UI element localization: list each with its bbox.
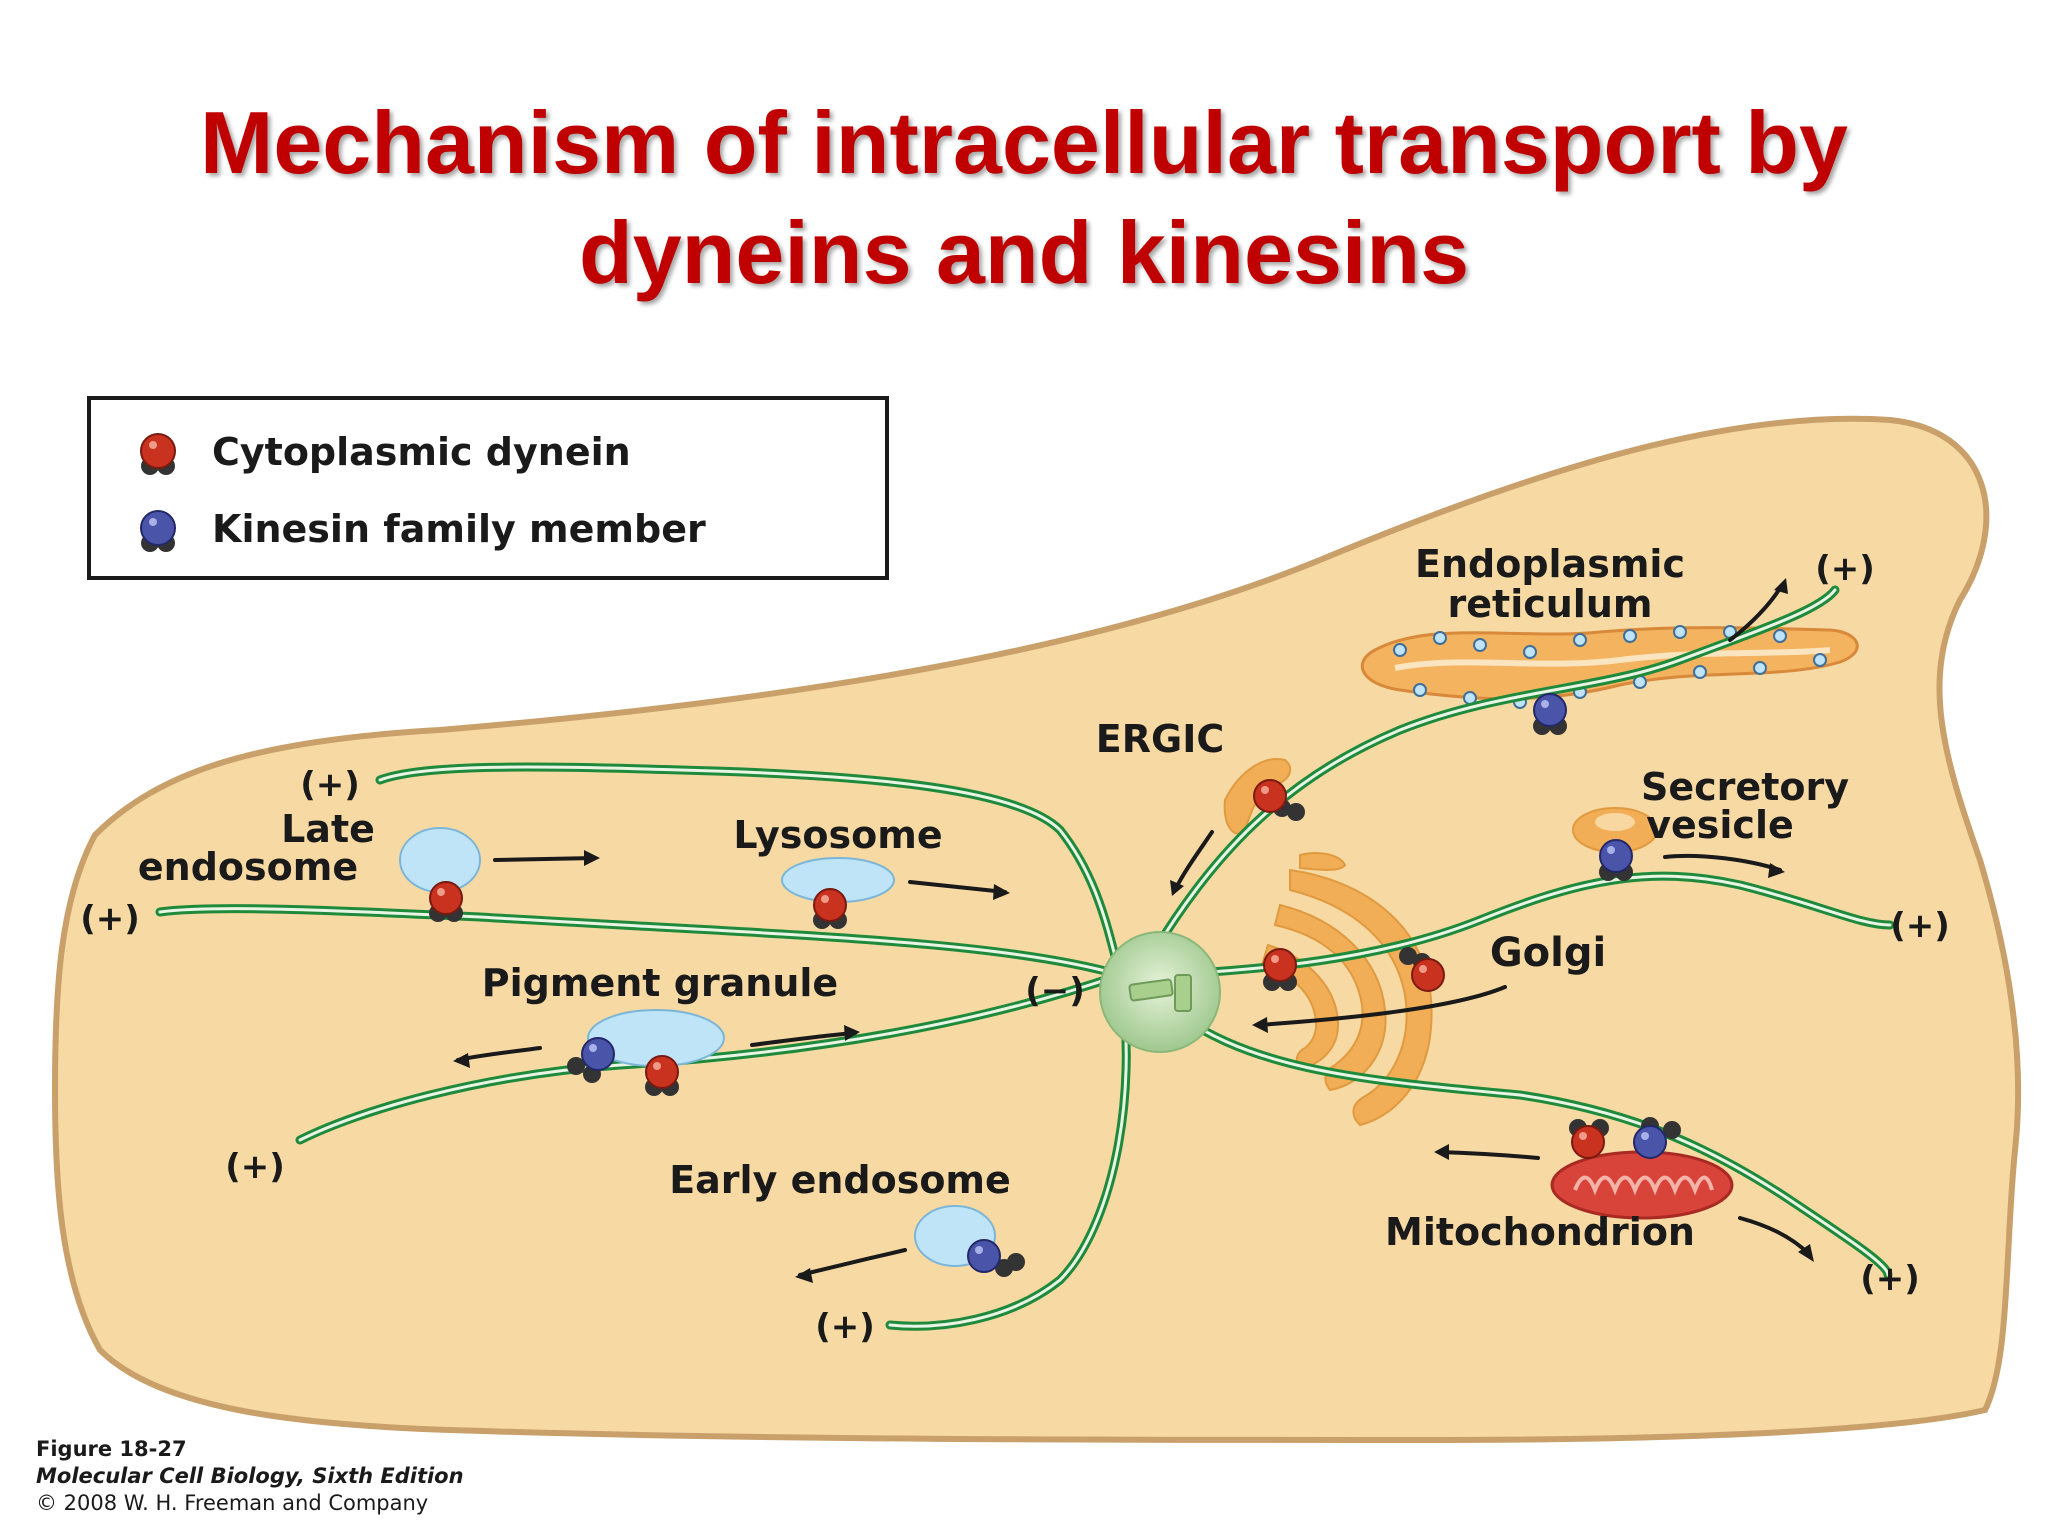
- arrowheads: [453, 578, 1814, 1283]
- dynein-motor-pigment-granule: [645, 1055, 679, 1096]
- plus-end-right: (+): [1890, 906, 1950, 946]
- arrow-mitochondrion-left: [1438, 1150, 1540, 1160]
- organelle-labels: Endoplasmic reticulum ERGIC Secretory ve…: [138, 542, 1849, 1254]
- arrow-lysosome: [908, 880, 1007, 894]
- dynein-motors: [429, 779, 1609, 1159]
- slide-title: Mechanism of intracellular transport by …: [0, 88, 2048, 308]
- dynein-motor-late-endosome: [429, 881, 463, 922]
- label-late-endosome-2: endosome: [138, 845, 358, 889]
- label-lysosome: Lysosome: [733, 813, 942, 857]
- plus-end-lower-right: (+): [1860, 1259, 1920, 1299]
- dynein-motor-golgi-2: [1399, 947, 1445, 992]
- label-ergic: ERGIC: [1096, 717, 1224, 761]
- legend-dynein-label: Cytoplasmic dynein: [212, 430, 631, 474]
- caption-figure-number: Figure 18-27: [36, 1437, 187, 1461]
- label-golgi: Golgi: [1490, 930, 1606, 976]
- dynein-motor-lysosome: [813, 888, 847, 929]
- legend-box: [87, 396, 889, 580]
- microtubule-end-labels: (+) (+) (+) (+) (+) (+) (+) (−): [80, 549, 1950, 1347]
- label-endoplasmic-reticulum-1: Endoplasmic: [1415, 542, 1685, 586]
- label-secretory-vesicle-2: vesicle: [1646, 803, 1794, 847]
- caption-copyright: © 2008 W. H. Freeman and Company: [36, 1491, 429, 1515]
- label-late-endosome-1: Late: [281, 807, 375, 851]
- kinesin-motor-early-endosome: [967, 1239, 1025, 1277]
- plus-end-left: (+): [80, 899, 140, 939]
- plus-end-bottom: (+): [815, 1307, 875, 1347]
- minus-end-centrosome: (−): [1025, 971, 1085, 1011]
- centrosome: [1099, 931, 1221, 1053]
- arrow-golgi: [1256, 985, 1507, 1027]
- secretory-vesicle: [1572, 807, 1658, 853]
- kinesin-motor-mitochondrion: [1633, 1117, 1681, 1159]
- dynein-motor-mitochondrion: [1569, 1119, 1609, 1159]
- label-secretory-vesicle-1: Secretory: [1641, 765, 1849, 809]
- plus-end-er: (+): [1815, 549, 1875, 589]
- dynein-motor-golgi-1: [1263, 948, 1297, 991]
- kinesin-motor-er: [1533, 693, 1567, 735]
- label-endoplasmic-reticulum-2: reticulum: [1448, 582, 1653, 626]
- legend-dynein-icon: [140, 433, 176, 475]
- slide-title-line2: dyneins and kinesins: [578, 203, 1470, 302]
- label-early-endosome: Early endosome: [669, 1158, 1011, 1202]
- plus-end-upper-left: (+): [300, 765, 360, 805]
- slide-title-line1: Mechanism of intracellular transport by: [200, 93, 1848, 192]
- kinesin-motor-secretory-vesicle: [1599, 839, 1633, 881]
- mitochondrion: [1550, 1150, 1734, 1220]
- dynein-motor-ergic: [1253, 779, 1305, 821]
- plus-end-lower-left: (+): [225, 1147, 285, 1187]
- endoplasmic-reticulum: [1360, 625, 1859, 709]
- figure-caption: Figure 18-27 Molecular Cell Biology, Six…: [36, 1436, 464, 1517]
- label-pigment-granule: Pigment granule: [482, 961, 838, 1005]
- caption-book-title: Molecular Cell Biology, Sixth Edition: [36, 1464, 464, 1488]
- legend: Cytoplasmic dynein Kinesin family member: [87, 396, 889, 580]
- kinesin-motors: [567, 693, 1681, 1277]
- legend-kinesin-icon: [140, 510, 176, 552]
- label-mitochondrion: Mitochondrion: [1385, 1210, 1695, 1254]
- legend-kinesin-label: Kinesin family member: [212, 507, 706, 551]
- arrow-late-endosome: [493, 856, 597, 862]
- kinesin-motor-pigment-granule: [567, 1037, 615, 1083]
